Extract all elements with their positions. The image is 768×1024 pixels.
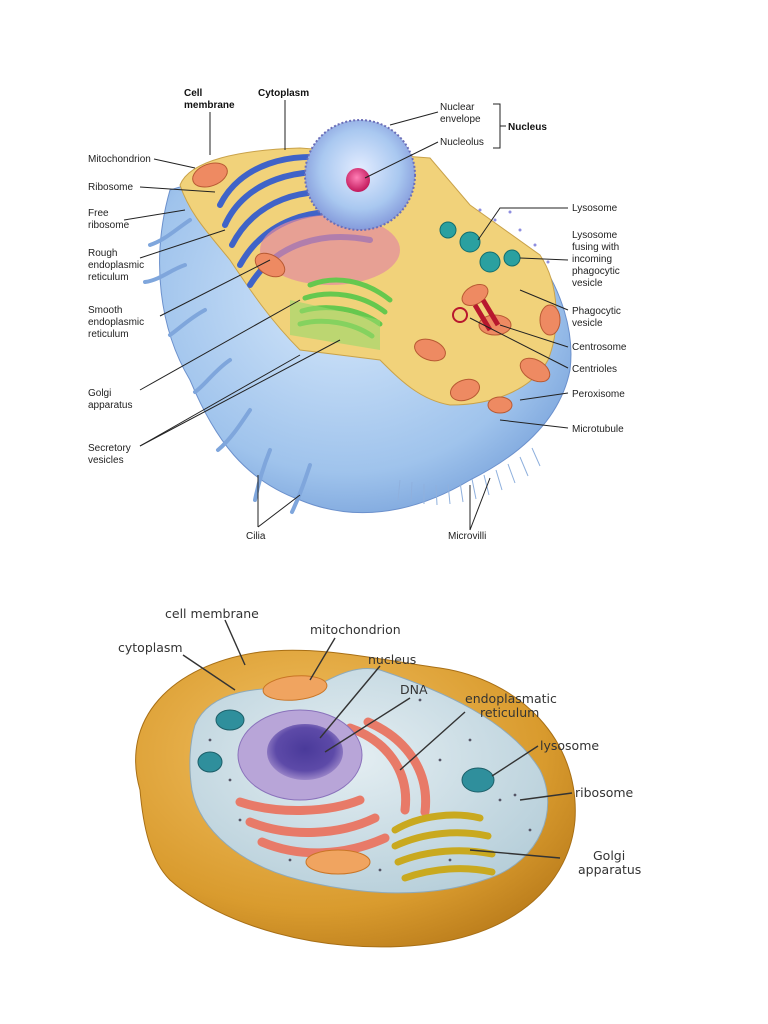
label-nucleus-2: nucleus xyxy=(368,652,416,667)
centrioles-shape xyxy=(452,307,468,323)
label-centrosome: Centrosome xyxy=(572,342,627,353)
smooth-er-shape xyxy=(290,300,380,350)
label-cytoplasm-2: cytoplasm xyxy=(118,640,183,655)
dna-shape xyxy=(267,724,343,780)
label-lysosome-fusing: Lysosome fusing with incoming phagocytic… xyxy=(572,230,623,289)
label-centrioles: Centrioles xyxy=(572,364,617,375)
label-mitochondrion-2: mitochondrion xyxy=(310,622,401,637)
mitochondria-group-2 xyxy=(262,675,371,875)
label-cell-membrane: Cell membrane xyxy=(184,88,235,111)
nucleolus-shape xyxy=(346,168,370,192)
lysosome-group-2 xyxy=(197,709,495,793)
label-free-ribosome: Free ribosome xyxy=(88,208,130,231)
er-shape-2 xyxy=(235,717,431,858)
label-ribosome: Ribosome xyxy=(88,182,133,193)
label-dna: DNA xyxy=(400,682,428,697)
label-microtubule: Microtubule xyxy=(572,424,624,435)
leader-lines-2 xyxy=(182,619,573,859)
label-phagocytic-vesicle: Phagocytic vesicle xyxy=(572,306,624,329)
mitochondria-group xyxy=(192,162,561,414)
label-cytoplasm: Cytoplasm xyxy=(258,88,309,99)
label-nuclear-envelope: Nuclear envelope xyxy=(440,102,481,125)
golgi-shape-2 xyxy=(391,811,496,882)
label-smooth-er: Smooth endoplasmic reticulum xyxy=(88,305,147,340)
animal-cell-diagram-simple: cell membrane cytoplasm mitochondrion nu… xyxy=(118,606,641,948)
label-nucleolus: Nucleolus xyxy=(440,137,484,148)
animal-cell-diagram-detailed: Cell membrane Cytoplasm Nuclear envelope… xyxy=(88,88,627,542)
centrosome-shape xyxy=(472,298,501,332)
label-golgi: Golgi apparatus xyxy=(88,388,132,411)
label-mitochondrion: Mitochondrion xyxy=(88,154,151,165)
label-cilia: Cilia xyxy=(246,531,266,542)
label-rough-er: Rough endoplasmic reticulum xyxy=(88,248,147,283)
microvilli-group xyxy=(397,447,541,506)
cilia-group xyxy=(143,218,312,514)
label-golgi-2: Golgi apparatus xyxy=(578,848,641,877)
label-cell-membrane-2: cell membrane xyxy=(165,606,259,621)
rough-er-pink xyxy=(260,215,400,285)
extracellular-particles xyxy=(478,208,550,264)
leader-lines-1 xyxy=(123,100,569,531)
label-nucleus: Nucleus xyxy=(508,122,547,133)
label-er-2: endoplasmatic reticulum xyxy=(465,691,561,720)
label-peroxisome: Peroxisome xyxy=(572,389,625,400)
lysosome-group xyxy=(439,221,521,273)
label-secretory-vesicles: Secretory vesicles xyxy=(88,443,134,466)
label-lysosome-2: lysosome xyxy=(540,738,599,753)
label-microvilli: Microvilli xyxy=(448,531,486,542)
label-lysosome: Lysosome xyxy=(572,203,618,214)
label-ribosome-2: ribosome xyxy=(575,785,634,800)
